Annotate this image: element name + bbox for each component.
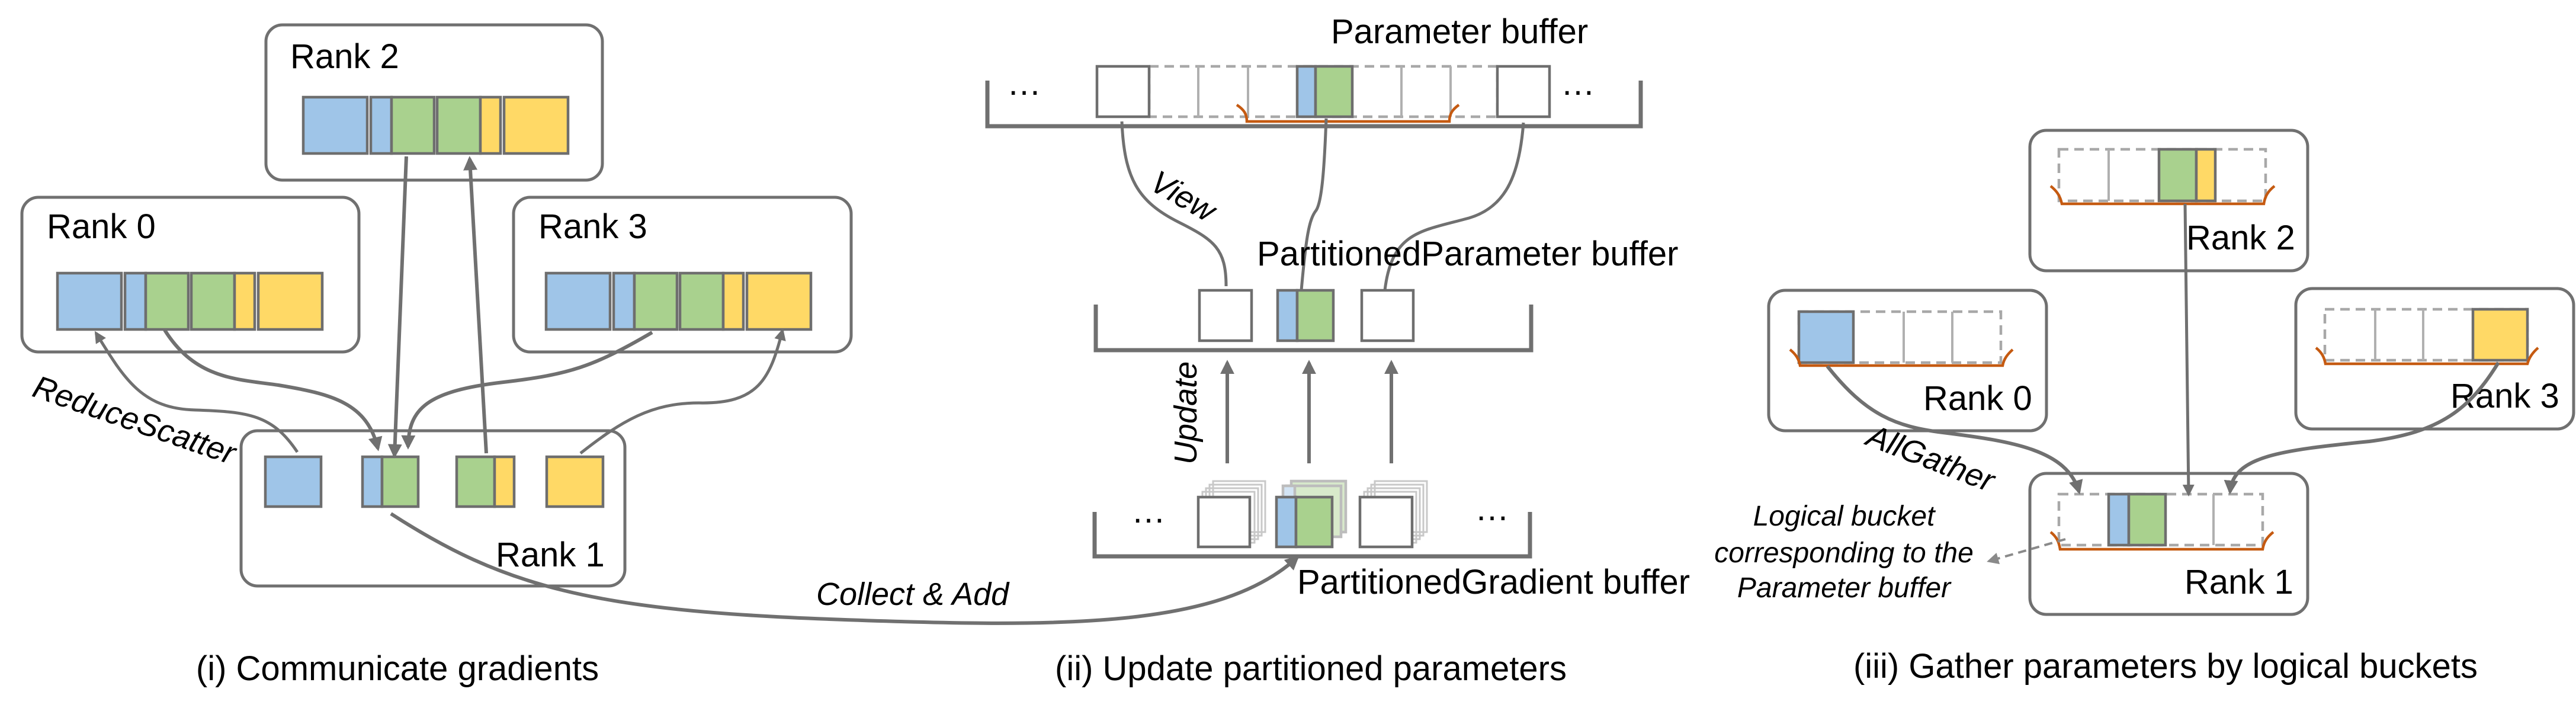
rank-1-param-blue [2107, 492, 2131, 547]
arrow-rank1-to-rank3 [579, 328, 786, 454]
rank-3-label: Rank 3 [538, 207, 647, 246]
arrow-rank0-to-rank1 [163, 329, 383, 451]
rank-1-param-green [2127, 492, 2167, 547]
rank-1-label: Rank 1 [496, 536, 605, 574]
rank-1-logical-bucket-brace [2049, 531, 2275, 551]
logical-bucket-brace [1236, 104, 1460, 123]
p3-rank-1-node: Rank 1 [2028, 472, 2309, 616]
ellipsis-right: … [1475, 489, 1509, 528]
param-block-right [1496, 65, 1551, 118]
partitioned-parameter-buffer-label: PartitionedParameter buffer [1257, 235, 1678, 273]
p3-rank-0-label: Rank 0 [1923, 379, 2032, 418]
rank-1-shard-blue [264, 455, 323, 508]
param-block-left [1095, 65, 1151, 118]
collect-and-add-label: Collect & Add [816, 577, 1010, 612]
panel-gather-parameters: Rank 2 Rank 0 Rank 3 Rank [1714, 129, 2575, 686]
rank-2-node: Rank 2 [264, 23, 604, 182]
panel-3-caption: (iii) Gather parameters by logical bucke… [1853, 647, 2478, 686]
rank-1-shard-blue-part [361, 455, 384, 508]
p3-rank-1-label: Rank 1 [2184, 563, 2293, 601]
ellipsis-left: … [1131, 492, 1166, 530]
rank-3-param-yellow [2471, 308, 2529, 362]
gradient-stack-middle [1275, 479, 1348, 549]
rank-1-shard-yellow-part [493, 455, 516, 508]
rank-2-label: Rank 2 [290, 37, 399, 76]
pparam-block-blue [1276, 289, 1299, 342]
p3-rank-3-label: Rank 3 [2450, 377, 2559, 415]
update-label: Update [1168, 361, 1204, 465]
rank-0-label: Rank 0 [47, 207, 156, 246]
rank-1-shard-green [380, 455, 420, 508]
gradient-stack-left [1196, 480, 1266, 549]
arrow-rank2-to-rank1 [387, 156, 408, 459]
partitioned-gradient-buffer: … … [1092, 479, 1532, 559]
pparam-block-right [1360, 289, 1415, 342]
panel-communicate-gradients: Rank 2 Rank 0 Rank 3 Rank 1 R [20, 23, 853, 688]
rank-0-param-blue [1797, 310, 1855, 364]
pparam-block-left [1198, 289, 1253, 342]
view-link-left [1120, 121, 1228, 287]
panel-2-caption: (ii) Update partitioned parameters [1055, 649, 1567, 688]
rank-3-node: Rank 3 [512, 196, 853, 354]
rank-2-param-yellow [2195, 148, 2217, 203]
view-link-right [1383, 122, 1525, 291]
rank-0-node: Rank 0 [20, 196, 361, 354]
rank-1-shard-yellow [545, 455, 605, 508]
note-line-3: Parameter buffer [1737, 572, 1952, 604]
p3-rank-0-node: Rank 0 [1767, 289, 2048, 433]
arrow-rank3-to-rank1 [401, 331, 653, 450]
parameter-buffer: … … [985, 64, 1643, 129]
gradient-stack-right [1358, 480, 1428, 549]
reducescatter-label: ReduceScatter [28, 369, 241, 472]
partitioned-gradient-buffer-label: PartitionedGradient buffer [1297, 563, 1690, 601]
param-block-blue [1295, 65, 1317, 118]
p3-rank-2-label: Rank 2 [2186, 219, 2295, 257]
rank-2-param-green [2157, 148, 2198, 203]
allgather-arrow-rank2 [2182, 203, 2195, 497]
allgather-arrow-rank0 [1826, 365, 2083, 495]
ellipsis-right: … [1561, 64, 1595, 103]
view-label: View [1144, 164, 1223, 229]
rank-1-node: Rank 1 [239, 429, 627, 588]
note-line-2: corresponding to the [1714, 537, 1974, 569]
panel-update-partitioned-parameters: Parameter buffer … … View PartitionedPar… [985, 12, 1690, 688]
view-link-middle [1300, 118, 1328, 291]
parameter-buffer-label: Parameter buffer [1331, 12, 1588, 51]
allgather-arrow-rank3 [2224, 361, 2500, 495]
rank-1-shard-green-part [455, 455, 496, 508]
param-block-green [1314, 65, 1354, 118]
arrow-collect-and-add [390, 512, 1300, 625]
p3-rank-3-node: Rank 3 [2294, 287, 2575, 431]
partitioned-parameter-buffer [1093, 289, 1534, 353]
p3-rank-2-node: Rank 2 [2028, 129, 2309, 273]
arrow-rank1-to-rank0 [94, 331, 299, 453]
note-line-1: Logical bucket [1753, 501, 1936, 532]
arrow-rank1-to-rank2 [463, 156, 488, 454]
panel-1-caption: (i) Communicate gradients [196, 649, 599, 688]
ellipsis-left: … [1007, 64, 1041, 103]
pparam-block-green [1295, 289, 1335, 342]
